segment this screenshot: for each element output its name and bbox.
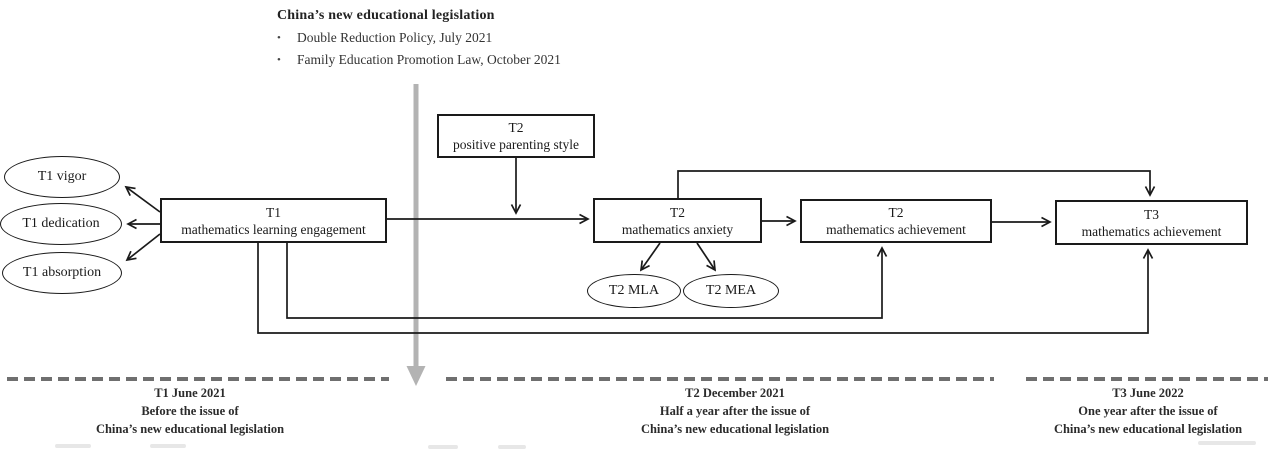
timeline-t2-line3: China’s new educational legislation <box>640 422 830 436</box>
box-t2-anxiety: T2 mathematics anxiety <box>593 198 762 243</box>
legislation-header: China’s new educational legislation • Do… <box>277 8 697 68</box>
box-t3-achievement: T3 mathematics achievement <box>1055 200 1248 245</box>
box-t2-anxiety-line1: T2 <box>670 204 685 220</box>
cropped-caption-artifact <box>55 444 91 448</box>
timeline-t2-line2: Half a year after the issue of <box>659 404 811 418</box>
legislation-timeline-arrow-icon <box>406 84 426 386</box>
arrow-anxiety-to-mla <box>639 242 661 272</box>
box-t2-achievement-line1: T2 <box>888 205 904 220</box>
oval-t1-absorption: T1 absorption <box>2 252 122 294</box>
arrow-anxiety-to-t3-top <box>677 170 1156 198</box>
oval-t1-vigor: T1 vigor <box>4 156 120 198</box>
box-t1-engagement-line1: T1 <box>266 204 281 220</box>
oval-t1-vigor-label: T1 vigor <box>37 169 87 184</box>
bullet-icon: • <box>277 32 281 44</box>
oval-t1-absorption-label: T1 absorption <box>22 265 102 280</box>
box-t2-achievement-line2: mathematics achievement <box>826 222 966 237</box>
timeline-t1-title: T1 June 2021 <box>154 386 226 400</box>
box-t2-parenting: T2 positive parenting style <box>437 114 595 158</box>
cropped-caption-artifact <box>428 445 458 449</box>
legislation-bullet-2: • Family Education Promotion Law, Octobe… <box>277 52 697 68</box>
timeline-t1-line3: China’s new educational legislation <box>95 422 285 436</box>
cropped-caption-artifact <box>498 445 526 449</box>
legislation-title: China’s new educational legislation <box>277 8 495 23</box>
arrow-engagement-to-t2-achievement-bottom <box>286 243 888 319</box>
oval-t1-dedication: T1 dedication <box>0 203 122 245</box>
cropped-caption-artifact <box>150 444 186 448</box>
box-t2-parenting-line2: positive parenting style <box>453 137 579 152</box>
timeline-label-t1: T1 June 2021 Before the issue of China’s… <box>30 384 350 438</box>
arrow-engagement-to-t3-achievement-bottom <box>257 243 1154 334</box>
box-t2-anxiety-line2: mathematics anxiety <box>621 221 734 237</box>
legislation-bullet-1: • Double Reduction Policy, July 2021 <box>277 30 697 46</box>
timeline-t2-title: T2 December 2021 <box>685 386 785 400</box>
timeline-t3-title: T3 June 2022 <box>1112 386 1184 400</box>
timeline-t3-line3: China’s new educational legislation <box>1053 422 1243 436</box>
arrow-engagement-to-absorption <box>125 233 161 262</box>
cropped-caption-artifact <box>1198 441 1256 445</box>
legislation-bullet-1-text: Double Reduction Policy, July 2021 <box>297 30 493 45</box>
timeline-t1-line2: Before the issue of <box>141 404 239 418</box>
oval-t2-mla-label: T2 MLA <box>608 283 660 298</box>
box-t1-engagement-line2: mathematics learning engagement <box>181 221 366 237</box>
oval-t2-mla: T2 MLA <box>587 274 681 308</box>
box-t2-achievement: T2 mathematics achievement <box>800 199 992 243</box>
oval-t1-dedication-label: T1 dedication <box>22 216 100 231</box>
timeline-label-t2: T2 December 2021 Half a year after the i… <box>575 384 895 438</box>
legislation-bullet-2-text: Family Education Promotion Law, October … <box>297 52 561 67</box>
arrow-engagement-to-vigor <box>124 185 161 213</box>
box-t1-engagement: T1 mathematics learning engagement <box>160 198 387 243</box>
oval-t2-mea: T2 MEA <box>683 274 779 308</box>
bullet-icon: • <box>277 54 281 66</box>
arrow-anxiety-to-mea <box>696 242 717 272</box>
oval-t2-mea-label: T2 MEA <box>705 283 757 298</box>
timeline-t3-line2: One year after the issue of <box>1078 404 1218 418</box>
box-t3-achievement-line1: T3 <box>1144 206 1159 222</box>
timeline-label-t3: T3 June 2022 One year after the issue of… <box>988 384 1270 438</box>
box-t2-parenting-line1: T2 <box>508 120 524 135</box>
box-t3-achievement-line2: mathematics achievement <box>1081 223 1222 239</box>
